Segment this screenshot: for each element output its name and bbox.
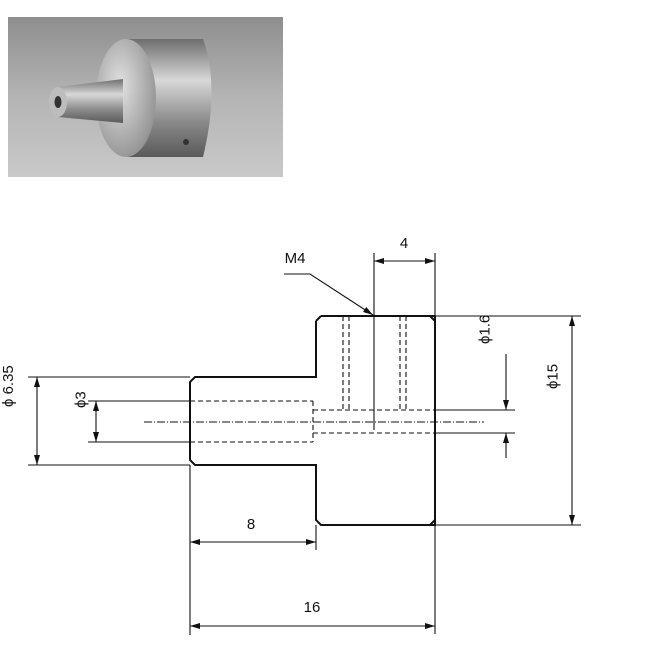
dim-body-diameter: ϕ15 [544,364,561,389]
hidden-lines [190,316,435,443]
part-outline [189,315,436,526]
dim-total-length: 16 [304,599,321,616]
m4-leader [284,273,374,316]
dim-bore-diameter: ϕ3 [73,391,90,408]
dim-shaft-length: 8 [247,516,255,533]
product-photo [8,17,283,177]
dim-shaft-diameter: ϕ 6.35 [0,365,17,407]
dim-thread-length: 4 [400,235,408,252]
dim-thread: M4 [285,250,306,267]
dim-hole-diameter: ϕ1.6 [476,315,493,344]
chamfers [429,315,436,526]
